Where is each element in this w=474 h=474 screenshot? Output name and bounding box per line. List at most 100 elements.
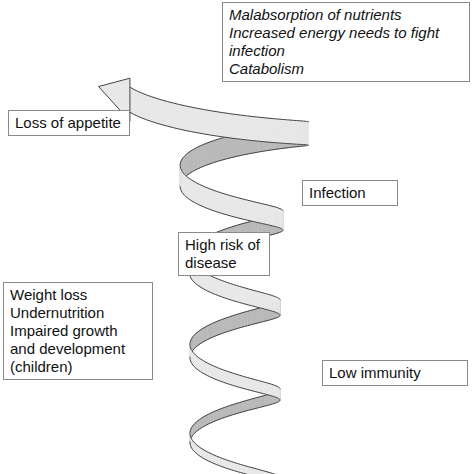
ribbon-segment xyxy=(262,293,264,309)
ribbon-segment xyxy=(151,97,156,123)
ribbon-edge xyxy=(190,344,280,389)
ribbon-segment xyxy=(213,277,216,295)
text-box: Malabsorption of nutrientsIncreased ener… xyxy=(222,2,470,82)
ribbon-edge xyxy=(130,87,308,122)
ribbon-segment xyxy=(188,152,190,175)
ribbon-edge xyxy=(190,400,280,441)
ribbon-segment xyxy=(281,210,283,230)
ribbon-segment xyxy=(211,111,217,136)
ribbon-segment xyxy=(207,363,209,377)
ribbon-segment xyxy=(206,414,208,425)
box-text: Low immunity xyxy=(329,364,461,382)
ribbon-segment xyxy=(308,122,309,145)
ribbon-segment xyxy=(278,298,280,314)
ribbon-segment xyxy=(201,328,203,343)
ribbon-segment xyxy=(241,376,244,389)
ribbon-segment xyxy=(242,115,248,140)
ribbon-segment xyxy=(264,293,266,309)
ribbon-segment xyxy=(265,204,267,224)
ribbon-segment xyxy=(162,100,168,126)
ribbon-segment xyxy=(264,395,266,406)
ribbon-segment xyxy=(263,382,265,394)
ribbon-segment xyxy=(217,138,221,161)
ribbon-segment xyxy=(202,186,205,208)
ribbon-segment xyxy=(235,374,238,387)
ribbon-segment xyxy=(286,120,290,144)
ribbon-segment xyxy=(264,118,269,142)
ribbon-segment xyxy=(197,146,200,169)
ribbon-segment xyxy=(233,284,236,301)
ribbon-segment xyxy=(198,108,204,134)
ribbon-segment xyxy=(279,299,280,315)
ribbon-segment xyxy=(234,197,237,218)
ribbon-segment xyxy=(230,283,233,300)
ribbon-segment xyxy=(208,413,210,424)
ribbon-segment xyxy=(237,463,240,472)
ribbon-segment xyxy=(200,145,203,168)
ribbon-segment xyxy=(251,290,254,307)
ribbon-segment xyxy=(211,189,214,211)
ribbon-segment xyxy=(259,292,262,308)
ribbon-segment xyxy=(239,313,242,328)
ribbon-segment xyxy=(238,198,241,219)
ribbon-front xyxy=(130,87,308,474)
ribbon-segment xyxy=(307,122,309,145)
ribbon-segment xyxy=(254,202,257,223)
text-box: Infection xyxy=(302,180,398,206)
ribbon-segment xyxy=(142,93,147,120)
ribbon-segment xyxy=(253,379,256,392)
ribbon-segment xyxy=(195,147,198,170)
ribbon-segment xyxy=(254,398,257,409)
ribbon-segment xyxy=(227,195,230,216)
ribbon-segment xyxy=(282,210,283,230)
ribbon-segment xyxy=(278,119,282,143)
ribbon-segment xyxy=(259,308,262,323)
ribbon-segment xyxy=(215,367,218,381)
ribbon-segment xyxy=(249,399,252,410)
box-text: Impaired growth and development (childre… xyxy=(10,322,146,376)
ribbon-segment xyxy=(223,113,229,138)
ribbon-segment xyxy=(242,287,245,304)
ribbon-segment xyxy=(220,369,223,382)
ribbon-segment xyxy=(243,401,246,412)
ribbon-segment xyxy=(199,184,202,206)
ribbon-segment xyxy=(250,378,253,391)
ribbon-edge xyxy=(180,187,283,231)
text-box: High risk of disease xyxy=(178,232,270,276)
ribbon-segment xyxy=(296,121,299,145)
ribbon-segment xyxy=(210,276,213,294)
box-text: Undernutrition xyxy=(10,304,146,322)
ribbon-segment xyxy=(245,288,248,305)
ribbon-segment xyxy=(212,322,215,337)
ribbon-segment xyxy=(228,405,231,416)
ribbon-segment xyxy=(266,383,268,395)
ribbon-segment xyxy=(299,121,301,145)
ribbon-segment xyxy=(279,388,280,400)
ribbon-segment xyxy=(215,321,218,336)
ribbon-segment xyxy=(168,102,174,128)
ribbon-segment xyxy=(277,386,279,398)
ribbon-segment xyxy=(137,91,141,118)
ribbon-edge xyxy=(190,315,280,357)
ribbon-segment xyxy=(237,402,240,413)
ribbon-segment xyxy=(210,323,213,338)
ribbon-segment xyxy=(240,464,243,473)
ribbon-segment xyxy=(279,388,280,400)
ribbon-segment xyxy=(234,403,237,414)
ribbon-segment xyxy=(231,196,234,217)
ribbon-edge xyxy=(130,112,308,145)
ribbon-segment xyxy=(257,397,260,408)
ribbon-segment xyxy=(157,98,162,124)
ribbon-segment xyxy=(257,202,260,223)
box-text: High risk of disease xyxy=(185,236,263,272)
ribbon-segment xyxy=(205,326,207,341)
ribbon-segment xyxy=(280,209,282,229)
ribbon-segment xyxy=(224,281,227,298)
ribbon-segment xyxy=(222,407,225,418)
ribbon-segment xyxy=(197,183,200,205)
ribbon-segment xyxy=(217,112,223,137)
ribbon-segment xyxy=(207,142,210,165)
ribbon-segment xyxy=(194,182,196,204)
ribbon-segment xyxy=(256,308,259,323)
ribbon-segment xyxy=(277,298,279,314)
